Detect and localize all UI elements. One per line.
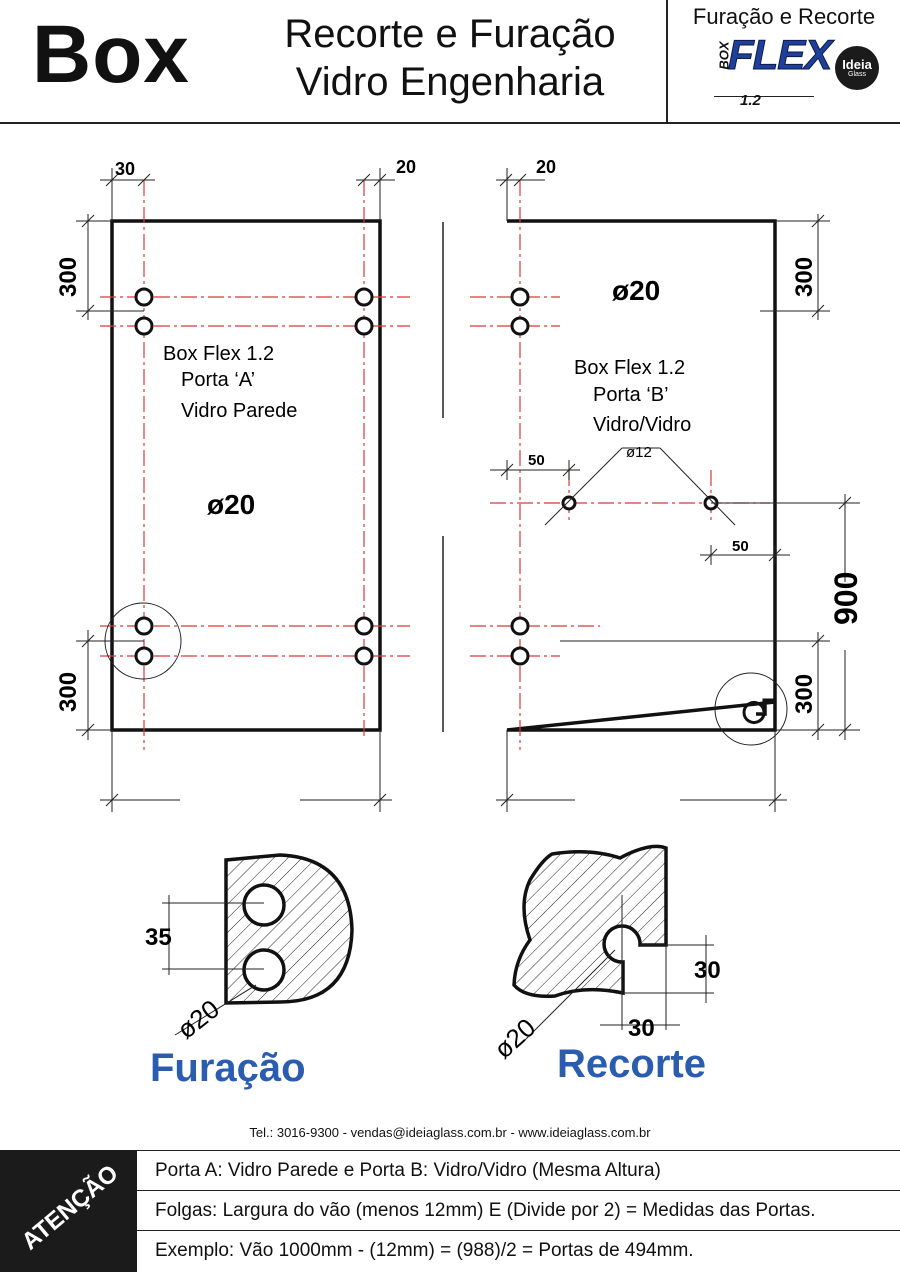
attention-line-1: Porta A: Vidro Parede e Porta B: Vidro/V… — [137, 1150, 900, 1190]
door-b-label-2: Porta ‘B’ — [593, 384, 669, 406]
door-a-dimension-lines — [76, 168, 395, 812]
attention-line-3: Exemplo: Vão 1000mm - (12mm) = (988)/2 =… — [137, 1230, 900, 1270]
furacao-dim-diameter: ø20 — [171, 993, 225, 1044]
door-a-label-1: Box Flex 1.2 — [163, 343, 274, 365]
technical-drawing: 30 20 300 300 Box Flex 1.2 Porta ‘A’ Vid… — [55, 157, 864, 1064]
door-b-detail-circle — [714, 672, 788, 746]
door-a-label-3: Vidro Parede — [181, 400, 297, 422]
door-b-holes — [510, 287, 719, 666]
document-title-line1: Recorte e Furação — [284, 12, 616, 56]
furacao-dim-35: 35 — [145, 924, 172, 951]
door-a-holes — [134, 287, 374, 666]
recorte-dim-diameter: ø20 — [488, 1012, 541, 1064]
door-b-corner-cutout — [742, 698, 775, 724]
door-a-outline — [110, 219, 382, 732]
header-subtitle: Furação e Recorte — [692, 4, 876, 29]
furacao-glass-section — [224, 853, 354, 1005]
door-a: 30 20 300 300 Box Flex 1.2 Porta ‘A’ Vid… — [55, 157, 416, 812]
attention-text: ATENÇÃO — [16, 1159, 124, 1256]
door-b-dim-900: 900 — [828, 572, 864, 625]
door-b-centerlines — [470, 180, 770, 750]
header-divider — [666, 0, 668, 122]
door-b-label-3: Vidro/Vidro — [593, 414, 691, 436]
attention-line-2: Folgas: Largura do vão (menos 12mm) E (D… — [137, 1190, 900, 1230]
furacao-hole-top — [242, 883, 286, 927]
door-b-label-1: Box Flex 1.2 — [574, 357, 685, 379]
brand-flex-text: FLEX — [727, 31, 832, 78]
door-b-small-hole-diameter: ø12 — [626, 444, 652, 461]
recorte-label: Recorte — [557, 1042, 706, 1086]
furacao-hole-bottom — [242, 948, 286, 992]
recorte-dim-width: 30 — [628, 1015, 655, 1042]
door-b-dim-50-right: 50 — [732, 538, 749, 555]
door-a-dim-30: 30 — [115, 159, 135, 179]
attention-box: ATENÇÃO Porta A: Vidro Parede e Porta B:… — [0, 1150, 900, 1272]
door-b-dim-300-bottom: 300 — [791, 674, 818, 714]
recorte-dimension-lines — [519, 895, 714, 1046]
door-b-hole-diameter: ø20 — [612, 275, 660, 306]
furacao-label: Furação — [150, 1046, 306, 1090]
header-bar: Box Recorte e Furação Vidro Engenharia F… — [0, 0, 900, 124]
door-b: 20 300 300 900 50 50 ø12 ø20 Box Flex 1.… — [470, 157, 864, 812]
door-a-label-2: Porta ‘A’ — [181, 369, 255, 391]
door-a-dim-300-top: 300 — [55, 257, 82, 297]
detail-furacao: 35 ø20 — [145, 853, 354, 1045]
door-b-dimension-lines — [490, 168, 860, 812]
door-a-dim-20: 20 — [396, 157, 416, 177]
attention-tag: ATENÇÃO — [0, 1150, 137, 1272]
furacao-dimension-lines — [162, 895, 264, 1036]
door-b-dim-20: 20 — [536, 157, 556, 177]
brand-underline — [714, 96, 814, 97]
door-b-dim-50-left: 50 — [528, 452, 545, 469]
door-b-dim-300-top: 300 — [791, 257, 818, 297]
detail-recorte: 30 30 ø20 — [488, 844, 721, 1064]
logo-name: Ideia — [842, 57, 872, 72]
recorte-glass-section — [512, 844, 668, 999]
brand-version: 1.2 — [740, 92, 761, 109]
document-title-line2: Vidro Engenharia — [295, 60, 605, 104]
document-title: Recorte e Furação Vidro Engenharia — [210, 10, 690, 106]
recorte-dim-height: 30 — [694, 957, 721, 984]
box-flex-logo: BOX FLEX 1.2 — [714, 33, 833, 110]
door-a-hole-diameter: ø20 — [207, 489, 255, 520]
product-title: Box — [32, 9, 190, 100]
logo-sub: Glass — [848, 71, 866, 78]
door-a-dim-300-bottom: 300 — [55, 672, 82, 712]
ideia-glass-logo: Ideia Glass — [835, 46, 879, 90]
contact-info: Tel.: 3016-9300 - vendas@ideiaglass.com.… — [249, 1125, 651, 1140]
